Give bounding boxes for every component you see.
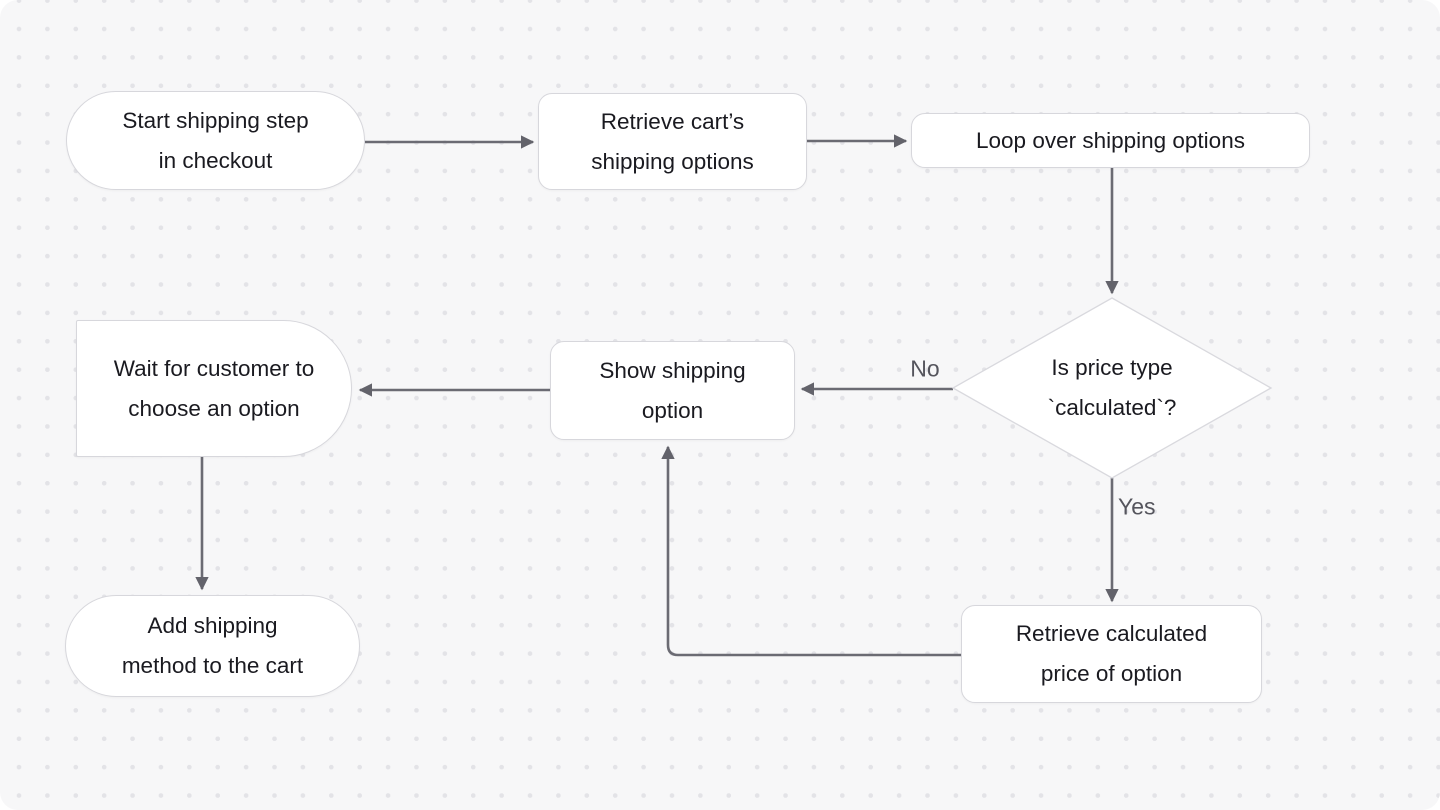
node-start-shipping-step: Start shipping step in checkout xyxy=(66,91,365,190)
node-price-type-decision: Is price type `calculated`? xyxy=(972,348,1252,428)
edge-label-yes: Yes xyxy=(1118,493,1156,520)
edge-retrieve-price-to-show-option xyxy=(661,445,961,657)
node-label: Add shipping method to the cart xyxy=(121,613,304,678)
decision-diamond-shape xyxy=(951,297,1273,479)
node-label: Retrieve calculated price of option xyxy=(1015,621,1208,686)
node-label: Wait for customer to choose an option xyxy=(113,355,315,421)
node-label: Show shipping option xyxy=(599,357,746,423)
edge-label-no: No xyxy=(910,355,940,382)
node-label: Is price type `calculated`? xyxy=(1047,355,1177,420)
node-label: Loop over shipping options xyxy=(976,127,1245,153)
node-retrieve-calculated-price: Retrieve calculated price of option xyxy=(961,605,1262,703)
node-add-shipping-method: Add shipping method to the cart xyxy=(65,595,360,697)
node-label: Start shipping step in checkout xyxy=(122,107,309,173)
node-show-shipping-option: Show shipping option xyxy=(550,341,795,440)
node-retrieve-cart-options: Retrieve cart’s shipping options xyxy=(538,93,807,190)
node-loop-shipping-options: Loop over shipping options xyxy=(911,113,1310,168)
node-label: Retrieve cart’s shipping options xyxy=(591,108,754,174)
node-wait-for-customer: Wait for customer to choose an option xyxy=(76,320,352,457)
